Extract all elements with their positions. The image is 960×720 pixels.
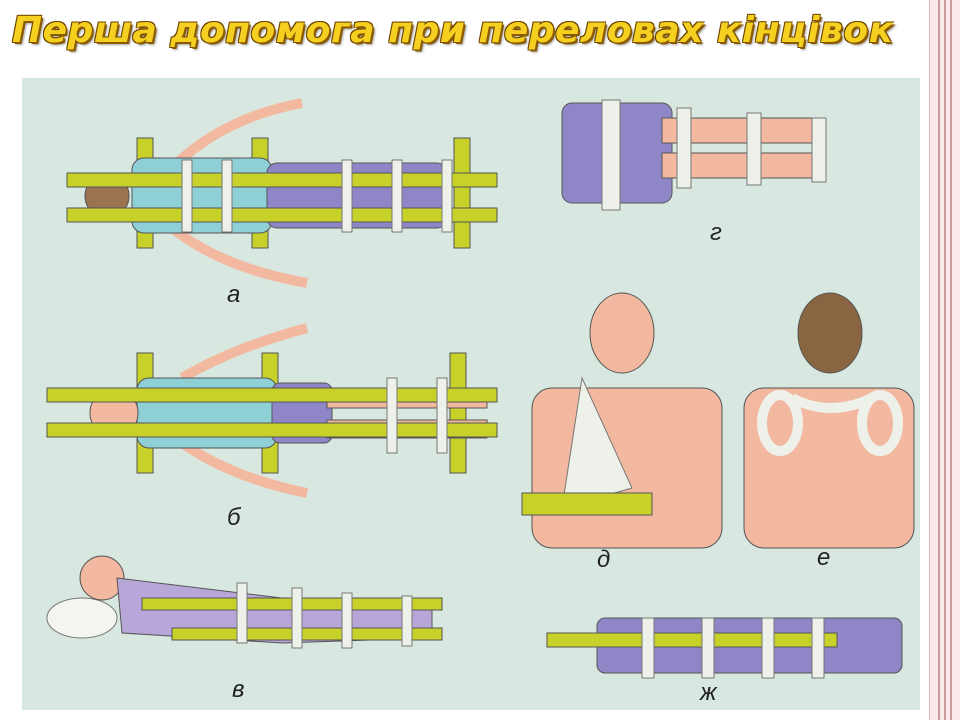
arm (179, 323, 309, 383)
caption-zh: ж (700, 679, 717, 706)
frame-line (950, 0, 952, 720)
caption-b: б (227, 504, 241, 531)
bandage (701, 617, 715, 679)
bandage (221, 159, 233, 233)
bandage (641, 617, 655, 679)
arm (179, 438, 308, 498)
bandage (746, 112, 762, 186)
arm (168, 224, 308, 288)
splint-short (521, 492, 653, 516)
bandage (236, 582, 248, 644)
back (743, 387, 915, 549)
bandage (341, 159, 353, 233)
pillow (46, 597, 118, 639)
slide-frame-right (929, 0, 960, 720)
splint-illustration: а б в г д е ж (22, 78, 920, 710)
head (797, 292, 863, 374)
bandage (441, 159, 453, 233)
figure-v (46, 555, 443, 649)
slide-title: Перша допомога при переловах кінцівок (12, 10, 894, 51)
frame-line (938, 0, 940, 720)
torso (531, 387, 723, 549)
splint-long (66, 207, 498, 223)
bandage (811, 617, 825, 679)
bandage (401, 595, 413, 647)
bandage (391, 159, 403, 233)
caption-a: а (227, 281, 241, 308)
bandage (181, 159, 193, 233)
head (589, 292, 655, 374)
bandage (811, 117, 827, 183)
head (79, 555, 125, 601)
bandage (761, 617, 775, 679)
bandage (386, 377, 398, 454)
figure-e (743, 292, 915, 549)
caption-v: в (232, 676, 245, 703)
bandage-ring (757, 390, 803, 456)
caption-e: е (817, 544, 831, 571)
bandage-ring (857, 390, 903, 456)
splint-long (66, 172, 498, 188)
bandage (676, 107, 692, 189)
bandage (341, 592, 353, 649)
figure-b (46, 323, 498, 498)
arm (168, 98, 303, 172)
splint-long (546, 632, 838, 648)
caption-g: г (710, 219, 722, 246)
figure-a (66, 98, 498, 288)
figure-g (561, 99, 827, 211)
splint-long (46, 422, 498, 438)
illustration-canvas (46, 98, 915, 679)
caption-d: д (597, 546, 611, 573)
figure-d (521, 292, 723, 549)
splint-cross (453, 137, 471, 249)
figure-zh (546, 617, 903, 679)
frame-line (944, 0, 946, 720)
splint-cross (449, 352, 467, 474)
bandage (601, 99, 621, 211)
splint-long (46, 387, 498, 403)
bandage (436, 377, 448, 454)
bandage (291, 587, 303, 649)
